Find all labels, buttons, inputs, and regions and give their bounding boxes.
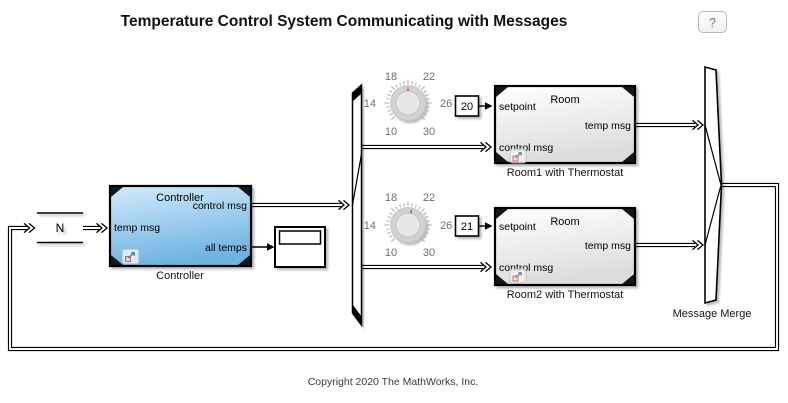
subsystem-badge-icon: [509, 148, 527, 164]
subsystem-badge-icon: [509, 268, 527, 284]
branch-to-room2-line[interactable]: [362, 261, 492, 273]
knob2-tick-14: 14: [364, 220, 376, 232]
branch-to-room1-line[interactable]: [362, 141, 492, 153]
knob-cap[interactable]: [395, 212, 421, 238]
feedback-message-line[interactable]: [7, 182, 780, 352]
room2-port-setpoint: setpoint: [499, 221, 536, 233]
knob-room2[interactable]: 18 22 14 26 10 30: [364, 192, 453, 259]
knob1-tick-26: 26: [440, 98, 452, 110]
room2-temp-msg-line[interactable]: [636, 239, 704, 251]
message-merge-block-label: Message Merge: [673, 308, 752, 320]
controller-port-control-msg: control msg: [193, 200, 247, 212]
setpoint1-value: 20: [461, 101, 473, 113]
knob1-tick-22: 22: [423, 71, 435, 83]
room1-port-temp-msg: temp msg: [585, 120, 631, 132]
question-mark-icon: ?: [709, 16, 716, 30]
scope-block[interactable]: [274, 226, 326, 268]
knob1-tick-10: 10: [385, 126, 397, 138]
knob-ticks: [384, 79, 432, 121]
corner-fold-icon: [496, 87, 634, 162]
corner-fold-icon: [111, 187, 250, 265]
knob2-tick-22: 22: [423, 192, 435, 204]
copyright-text: Copyright 2020 The MathWorks, Inc.: [307, 376, 479, 388]
controller-title: Controller: [156, 192, 204, 204]
setpoint2-constant-block[interactable]: 21: [454, 215, 480, 237]
knob-cap[interactable]: [395, 90, 421, 116]
message-branch-block[interactable]: [351, 83, 363, 328]
setpoint2-signal-line[interactable]: [478, 222, 493, 230]
room2-block-label: Room2 with Thermostat: [507, 289, 624, 301]
signal-arrow-icon: [485, 222, 493, 230]
knob2-tick-10: 10: [385, 247, 397, 259]
knob2-tick-18: 18: [385, 192, 397, 204]
setpoint1-signal-line[interactable]: [478, 102, 493, 110]
knob2-tick-30: 30: [423, 247, 435, 259]
room2-block[interactable]: Room setpoint temp msg control msg: [493, 206, 637, 287]
controller-port-temp-msg: temp msg: [114, 222, 160, 234]
room1-title: Room: [550, 94, 579, 106]
knob1-tick-18: 18: [385, 71, 397, 83]
alltemps-signal-line[interactable]: [251, 243, 275, 251]
control-msg-line[interactable]: [251, 199, 350, 211]
signal-arrow-icon: [485, 102, 493, 110]
knob1-tick-14: 14: [364, 98, 376, 110]
corner-fold-icon: [496, 209, 634, 284]
queue-to-controller-line[interactable]: [83, 222, 108, 234]
queue-block[interactable]: N: [37, 212, 83, 244]
room1-block[interactable]: Room setpoint temp msg control msg: [493, 84, 637, 165]
signal-arrow-icon: [267, 243, 275, 251]
knob2-tick-26: 26: [440, 220, 452, 232]
subsystem-badge-icon: [121, 248, 140, 265]
help-button[interactable]: ?: [698, 11, 727, 33]
message-merge-block[interactable]: [704, 65, 723, 305]
setpoint2-value: 21: [461, 221, 473, 233]
room1-temp-msg-line[interactable]: [636, 119, 704, 131]
controller-port-all-temps: all temps: [205, 242, 247, 254]
room1-port-setpoint: setpoint: [499, 101, 536, 113]
knob-ticks: [384, 201, 432, 243]
knob1-tick-30: 30: [423, 126, 435, 138]
knob-room1[interactable]: 18 22 14 26 10 30: [364, 71, 453, 138]
queue-capacity-label: N: [56, 221, 65, 235]
page-title: Temperature Control System Communicating…: [120, 13, 568, 30]
controller-block-label: Controller: [156, 270, 204, 282]
controller-block[interactable]: Controller control msg temp msg all temp…: [108, 184, 253, 268]
room1-block-label: Room1 with Thermostat: [507, 167, 624, 179]
room2-title: Room: [550, 216, 579, 228]
room2-port-temp-msg: temp msg: [585, 240, 631, 252]
setpoint1-constant-block[interactable]: 20: [454, 95, 480, 117]
